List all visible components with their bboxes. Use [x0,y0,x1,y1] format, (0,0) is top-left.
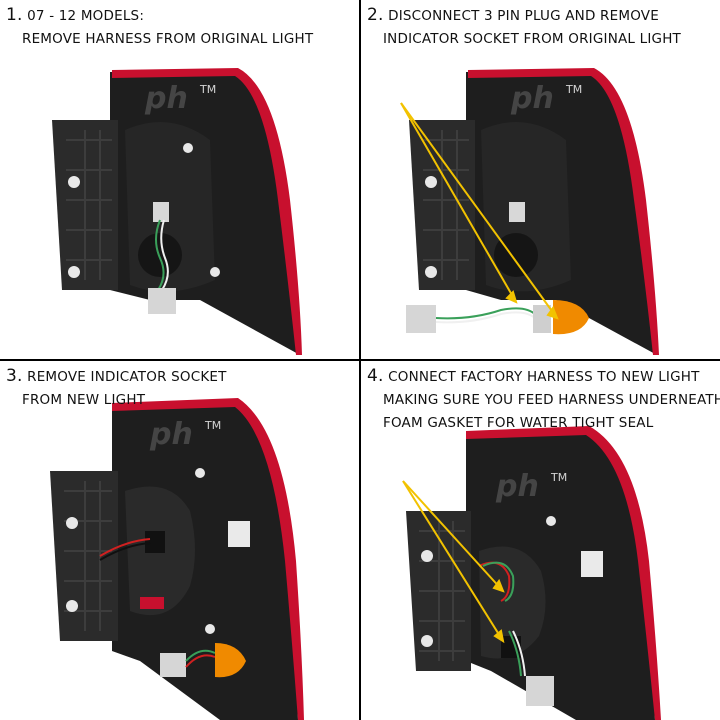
caption-line-1: REMOVE INDICATOR SOCKET [27,369,227,385]
step-1-photo: ph TM [52,68,302,355]
trademark-label: TM [204,419,221,432]
trademark-label: TM [565,83,582,96]
ph-watermark: ph [149,417,193,452]
step-4-caption: 4. CONNECT FACTORY HARNESS TO NEW LIGHT … [367,365,720,435]
step-number: 2. [367,5,384,25]
caption-line-2: REMOVE HARNESS FROM ORIGINAL LIGHT [22,31,314,47]
ph-watermark: ph [144,81,188,116]
ph-watermark: ph [495,469,539,504]
step-1-caption: 1. 07 - 12 MODELS: REMOVE HARNESS FROM O… [6,4,313,51]
caption-line-2: INDICATOR SOCKET FROM ORIGINAL LIGHT [383,31,682,47]
step-3-caption: 3. REMOVE INDICATOR SOCKET FROM NEW LIGH… [6,365,227,412]
step-2-panel: ph TM 2. DISCONNECT 3 PIN PLUG AND REMOV… [361,0,720,359]
step-4-panel: ph TM 4. CONNECT FACTORY HARNESS TO NEW … [361,361,720,720]
caption-line-2: MAKING SURE YOU FEED HARNESS UNDERNEATH [383,392,720,408]
step-4-photo: ph TM [402,426,661,720]
step-3-photo: ph TM [50,398,304,720]
step-1-panel: ph TM 1. 07 - 12 MODELS: REMOVE HARNESS … [0,0,359,359]
caption-line-1: CONNECT FACTORY HARNESS TO NEW LIGHT [388,369,700,385]
step-number: 1. [6,5,23,25]
step-number: 4. [367,366,384,386]
trademark-label: TM [550,471,567,484]
step-2-photo: ph TM [400,68,659,355]
ph-watermark: ph [510,81,554,116]
caption-line-1: 07 - 12 MODELS: [27,8,145,24]
trademark-label: TM [199,83,216,96]
step-number: 3. [6,366,23,386]
caption-line-2: FROM NEW LIGHT [22,392,146,408]
caption-line-3: FOAM GASKET FOR WATER TIGHT SEAL [383,415,654,431]
horizontal-divider [0,359,720,361]
step-3-panel: ph TM 3. REMOVE INDICATOR SOCKET FROM NE… [0,361,359,720]
step-2-caption: 2. DISCONNECT 3 PIN PLUG AND REMOVE INDI… [367,4,681,51]
caption-line-1: DISCONNECT 3 PIN PLUG AND REMOVE [388,8,659,24]
